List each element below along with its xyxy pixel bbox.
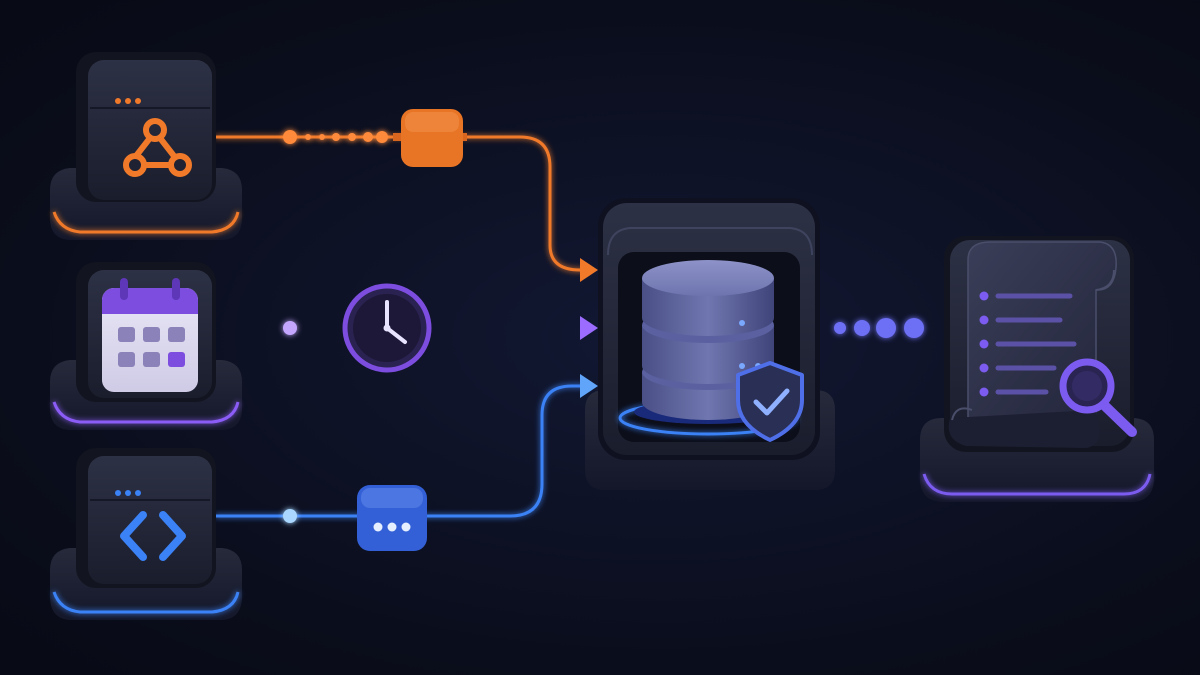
log-scroll-icon xyxy=(948,241,1117,448)
api-source-node[interactable] xyxy=(50,448,242,620)
webhook-icon xyxy=(123,118,192,177)
api-arrow-head xyxy=(580,374,598,398)
schedule-arrow-head xyxy=(580,316,598,340)
ellipsis-block xyxy=(357,485,427,551)
schedule-data-bead xyxy=(283,321,297,335)
webhook-source-node[interactable] xyxy=(50,52,242,240)
queue-block xyxy=(393,109,467,167)
output-data-beads xyxy=(834,318,924,338)
api-connection-line xyxy=(215,384,588,518)
log-output-node[interactable] xyxy=(920,236,1154,502)
webhook-connection-line xyxy=(215,135,588,272)
shield-check-icon xyxy=(736,361,804,442)
webhook-arrow-head xyxy=(580,258,598,282)
code-brackets-icon xyxy=(120,511,186,561)
magnifier-icon xyxy=(1059,358,1137,437)
webhook-data-beads xyxy=(283,130,388,144)
database-icon xyxy=(642,260,774,420)
api-data-bead xyxy=(283,509,297,523)
schedule-source-node[interactable] xyxy=(50,262,242,430)
clock-icon xyxy=(342,283,432,373)
calendar-icon xyxy=(102,278,198,392)
database-hub-node[interactable] xyxy=(585,198,835,490)
